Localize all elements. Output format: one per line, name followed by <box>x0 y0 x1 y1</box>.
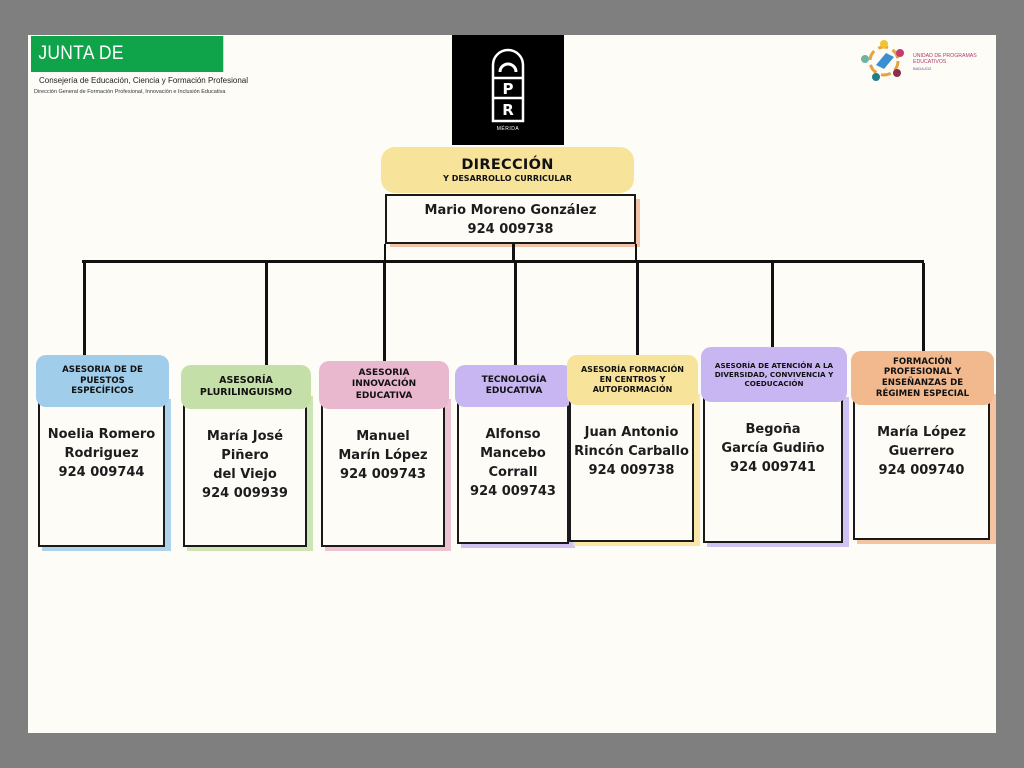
department-title-line: ASESORÍA FORMACIÓN <box>580 365 684 374</box>
department-title-line: FORMACIÓN <box>893 356 952 367</box>
upe-line2: EDUCATIVOS <box>913 59 947 66</box>
person-name-line: del Viejo <box>213 467 277 482</box>
department-title-line: EN CENTROS Y <box>599 375 666 384</box>
connector-drop <box>83 263 86 359</box>
cpr-city: MÉRIDA <box>496 126 520 132</box>
person-name-line: Begoña <box>745 422 801 437</box>
connector-drop <box>636 263 639 359</box>
person-name-line: María José Piñero <box>206 429 284 463</box>
upe-line3: BADAJOZ <box>913 65 932 71</box>
cpr-letter-p: P <box>503 80 514 98</box>
person-name-line: Alfonso <box>485 427 541 442</box>
cpr-merida-logo: P R MÉRIDA <box>452 35 564 145</box>
department-box: María José Piñero del Viejo 924 009939 <box>183 392 307 547</box>
unidad-programas-logo: UNIDAD DE PROGRAMAS EDUCATIVOS BADAJOZ <box>856 35 994 85</box>
person-name-line: Marín López <box>338 448 428 463</box>
person-name-line: Manuel <box>356 429 410 444</box>
department-title-line: COEDUCACIÓN <box>744 379 804 388</box>
department-title-line: PROFESIONAL Y <box>883 367 962 378</box>
department-title-line: ASESORÍA <box>219 375 273 387</box>
connector-drop <box>514 263 517 369</box>
cpr-letter-r: R <box>502 101 514 119</box>
department-title-line: AUTOFORMACIÓN <box>592 385 673 394</box>
person-phone: 924 009740 <box>878 463 965 478</box>
department-title-line: PUESTOS <box>80 375 125 386</box>
person-name-line: Noelia Romero <box>47 427 156 442</box>
department-title-line: ASESORIA <box>358 368 410 379</box>
person-name-line: Guerrero <box>888 444 955 459</box>
connector-horizontal <box>82 260 924 263</box>
junta-logo-line1: Consejería de Educación, Ciencia y Forma… <box>39 76 248 85</box>
junta-logo-name: JUNTA DE EXTREMADURA <box>31 36 224 100</box>
connector-drop <box>383 263 386 365</box>
connector-drop <box>265 263 268 369</box>
person-name-line: María López <box>877 425 966 440</box>
department-title-line: TECNOLOGÍA <box>481 374 547 385</box>
person-name-line: Rincón Carballo <box>574 444 689 459</box>
junta-extremadura-logo: JUNTA DE EXTREMADURA Consejería de Educa… <box>31 36 248 100</box>
direction-subtitle: Y DESARROLLO CURRICULAR <box>443 174 572 184</box>
connector-center <box>512 244 515 261</box>
person-phone: 924 009741 <box>730 460 816 475</box>
department-title-line: INNOVACIÓN <box>351 379 417 390</box>
people-circle-icon <box>861 40 904 81</box>
direction-phone: 924 009738 <box>467 222 554 237</box>
junta-logo-line2: Dirección General de Formación Profesion… <box>34 89 226 95</box>
person-phone: 924 009738 <box>588 463 675 478</box>
department-title-line: ASESORIA DE DE <box>62 364 143 375</box>
department-title-line: EDUCATIVA <box>355 390 413 401</box>
connector-right-leg <box>635 244 637 261</box>
direction-name: Mario Moreno González <box>424 203 597 218</box>
person-name-line: Rodriguez <box>64 446 139 461</box>
org-chart-slide: JUNTA DE EXTREMADURA Consejería de Educa… <box>28 35 996 733</box>
direction-title: DIRECCIÓN <box>461 156 554 173</box>
person-name-line: Mancebo Corrall <box>480 446 546 480</box>
department-title-line: ESPECÍFICOS <box>71 386 134 397</box>
department-title-line: RÉGIMEN ESPECIAL <box>875 388 970 399</box>
person-name-line: García Gudiño <box>721 441 825 456</box>
direction-box: Mario Moreno González 924 009738 <box>385 194 636 244</box>
person-name-line: Juan Antonio <box>584 425 679 440</box>
department-title-line: ASESORÍA DE ATENCIÓN A LA <box>714 361 834 370</box>
upe-line1: UNIDAD DE PROGRAMAS <box>913 53 977 59</box>
person-phone: 924 009939 <box>202 486 288 501</box>
person-phone: 924 009743 <box>340 467 426 482</box>
department-title-line: PLURILINGUISMO <box>199 387 293 398</box>
person-phone: 924 009744 <box>58 465 145 480</box>
cpr-arch-icon: P R <box>491 48 525 123</box>
connector-left-leg <box>384 244 386 261</box>
direction-header: DIRECCIÓN Y DESARROLLO CURRICULAR <box>381 147 634 193</box>
department-title-line: DIVERSIDAD, CONVIVENCIA Y <box>714 370 834 379</box>
connector-drop <box>922 263 925 355</box>
connector-drop <box>771 263 774 351</box>
department-title-line: EDUCATIVA <box>485 386 543 396</box>
person-phone: 924 009743 <box>470 484 556 499</box>
department-title-line: ENSEÑANZAS DE <box>881 378 964 388</box>
